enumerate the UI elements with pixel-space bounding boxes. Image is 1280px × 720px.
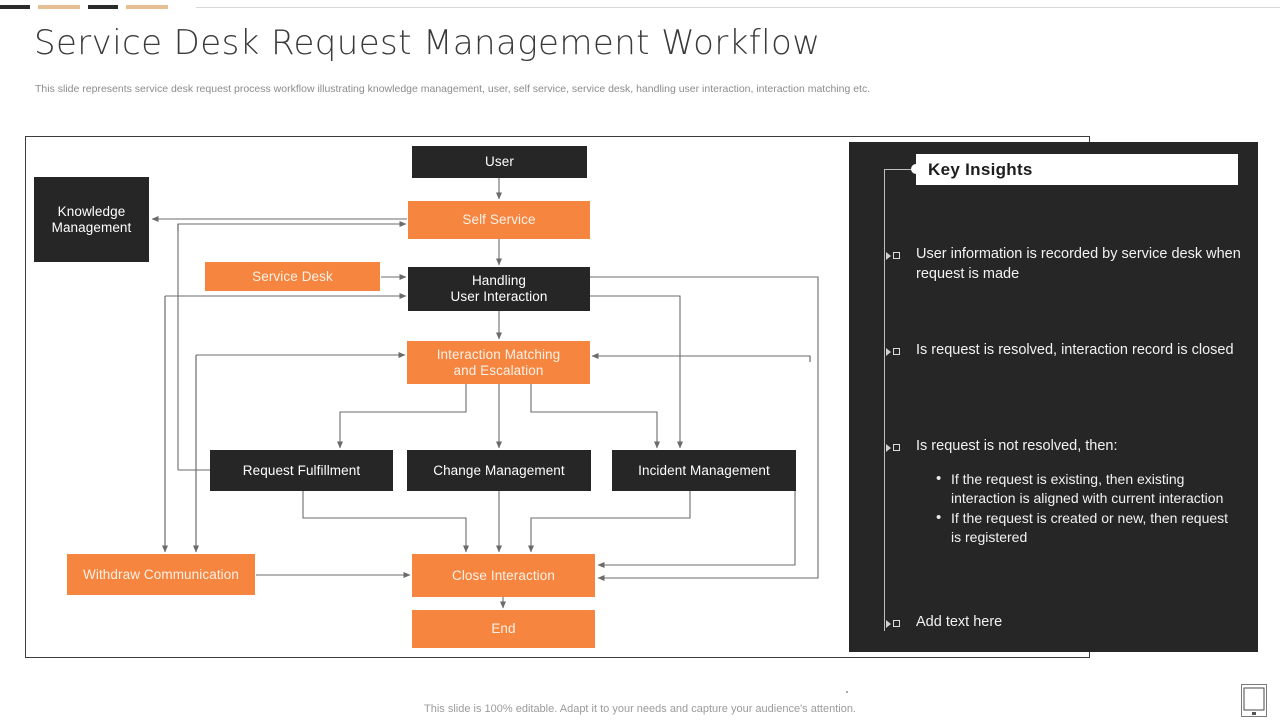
node-request-fulfillment[interactable]: Request Fulfillment bbox=[210, 450, 393, 491]
footer-note: This slide is 100% editable. Adapt it to… bbox=[424, 703, 856, 715]
node-label: User bbox=[485, 154, 514, 170]
key-insights-title: Key Insights bbox=[928, 159, 1033, 179]
key-insights-header: Key Insights bbox=[916, 154, 1238, 185]
key-insight-text: User information is recorded by service … bbox=[916, 246, 1241, 282]
flow-connectors bbox=[151, 178, 819, 609]
node-label: Interaction Matching and Escalation bbox=[436, 346, 561, 378]
square-bullet-icon bbox=[893, 252, 900, 259]
node-close-interaction[interactable]: Close Interaction bbox=[412, 554, 595, 597]
node-label: Incident Management bbox=[638, 462, 770, 478]
node-service-desk[interactable]: Service Desk bbox=[205, 262, 380, 291]
square-bullet-icon bbox=[893, 620, 900, 627]
key-insight-text: Is request is not resolved, then: bbox=[916, 438, 1118, 454]
page-subtitle: This slide represents service desk reque… bbox=[35, 83, 871, 95]
key-insight-subitem: If the request is existing, then existin… bbox=[934, 469, 1234, 508]
key-insights-connector-spine bbox=[884, 169, 885, 631]
square-bullet-icon bbox=[893, 444, 900, 451]
node-end[interactable]: End bbox=[412, 610, 595, 648]
page-title: Service Desk Request Management Workflow bbox=[34, 23, 821, 63]
footer-dot bbox=[846, 691, 848, 693]
node-withdraw-communication[interactable]: Withdraw Communication bbox=[67, 554, 255, 595]
key-insight-text: Is request is resolved, interaction reco… bbox=[916, 342, 1234, 358]
node-label: Self Service bbox=[462, 212, 536, 228]
key-insights-panel bbox=[849, 142, 1258, 652]
node-label: Close Interaction bbox=[451, 567, 555, 583]
arrow-right-icon bbox=[886, 620, 891, 628]
key-insights-connector-elbow bbox=[884, 169, 915, 170]
arrow-right-icon bbox=[886, 444, 891, 452]
tablet-icon bbox=[1241, 684, 1267, 717]
dash-dark-2 bbox=[88, 5, 118, 9]
square-bullet-icon bbox=[893, 348, 900, 355]
node-change-management[interactable]: Change Management bbox=[407, 450, 591, 491]
node-label: Knowledge Management bbox=[51, 203, 132, 235]
node-knowledge-management[interactable]: Knowledge Management bbox=[34, 177, 149, 262]
arrow-right-icon bbox=[886, 348, 891, 356]
node-self-service[interactable]: Self Service bbox=[408, 201, 590, 239]
dash-tan-1 bbox=[38, 5, 80, 9]
node-label: Handling User Interaction bbox=[450, 273, 548, 304]
header-rule bbox=[196, 7, 1280, 8]
node-label: End bbox=[491, 621, 516, 637]
key-insight-text: Add text here bbox=[916, 614, 1003, 630]
node-handling-user-interaction[interactable]: Handling User Interaction bbox=[408, 267, 590, 311]
node-interaction-matching[interactable]: Interaction Matching and Escalation bbox=[407, 341, 590, 384]
node-label: Change Management bbox=[433, 462, 565, 478]
node-user[interactable]: User bbox=[412, 146, 587, 178]
node-label: Withdraw Communication bbox=[83, 566, 239, 582]
dash-dark-1 bbox=[0, 5, 30, 9]
key-insight-sublist: If the request is existing, then existin… bbox=[934, 469, 1234, 548]
arrow-right-icon bbox=[886, 252, 891, 260]
node-label: Request Fulfillment bbox=[242, 462, 361, 478]
key-insight-subitem: If the request is created or new, then r… bbox=[934, 508, 1234, 547]
node-label: Service Desk bbox=[252, 268, 333, 284]
node-incident-management[interactable]: Incident Management bbox=[612, 450, 796, 491]
dash-tan-2 bbox=[126, 5, 168, 9]
